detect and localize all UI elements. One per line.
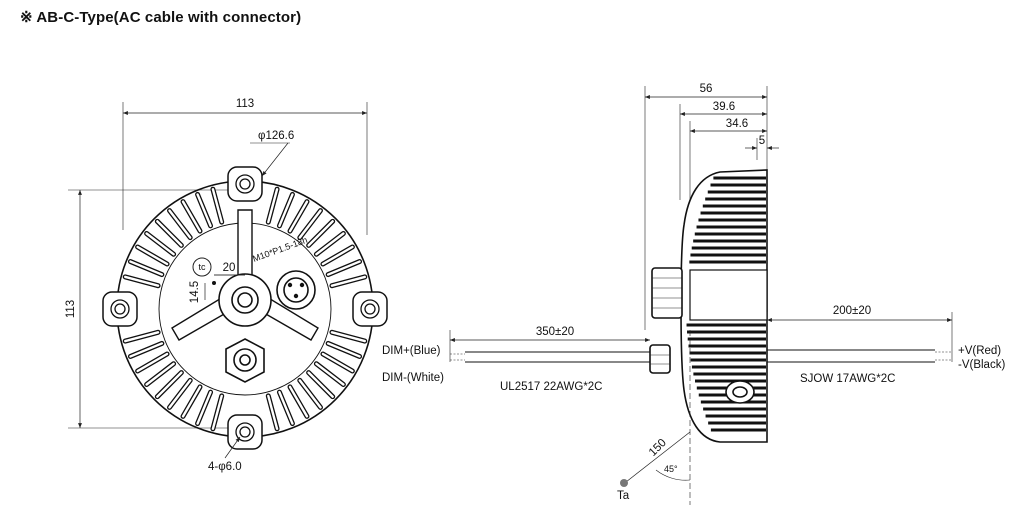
width-dim-label: 113 <box>236 98 254 110</box>
hole-label: 4-φ6.0 <box>208 461 242 473</box>
fin-inner <box>330 331 366 343</box>
tc-y-dim: 14.5 <box>189 281 201 303</box>
fin-inner <box>156 371 183 398</box>
radial-fins <box>122 186 368 432</box>
right-cable-length: 200±20 <box>833 305 871 317</box>
dim-fins: 34.6 <box>726 118 748 130</box>
mounting-hole <box>239 178 251 190</box>
fin-inner <box>136 245 169 266</box>
right-cable: 200±20 SJOW 17AWG*2C +V(Red) -V(Black) <box>766 305 1005 385</box>
fin-inner <box>315 232 345 256</box>
left-cable: 350±20 DIM+(Blue) DIM-(White) UL2517 22A… <box>382 326 650 393</box>
mounting-hole <box>360 299 380 319</box>
fin-inner <box>307 371 334 398</box>
fin-inner <box>321 245 354 266</box>
fin-inner <box>321 352 354 373</box>
fin-inner <box>267 188 279 224</box>
fin-inner <box>278 193 294 228</box>
mounting-ear <box>102 291 138 327</box>
mounting-hole <box>239 426 251 438</box>
fin-inner <box>145 362 175 386</box>
fin-inner <box>181 385 202 418</box>
diameter-callout: φ126.6 <box>250 130 294 177</box>
thread-label: M10*P1.5-18h <box>251 235 308 264</box>
fin-inner <box>156 220 183 247</box>
height-dimension: 113 <box>65 189 230 429</box>
fin-inner <box>326 260 361 276</box>
fin-inner <box>168 209 192 239</box>
fin-inner <box>129 342 164 358</box>
fin-inner <box>124 275 160 287</box>
fin-inner <box>129 260 164 276</box>
fin-inner <box>326 342 361 358</box>
mounting-ear <box>227 414 263 450</box>
width-dimension: 113 <box>122 98 368 235</box>
cable-gland-nut <box>225 338 265 383</box>
depth-dimensions: 56 39.6 34.6 5 <box>644 83 779 330</box>
fin-inner <box>288 385 309 418</box>
dim-minus-label: DIM-(White) <box>382 372 444 384</box>
side-view: 56 39.6 34.6 5 <box>382 83 1005 505</box>
left-cable-length: 350±20 <box>536 326 574 338</box>
fin-inner <box>168 379 192 409</box>
height-dim-label: 113 <box>65 300 77 318</box>
dim-plus-label: DIM+(Blue) <box>382 345 441 357</box>
fin-inner <box>136 352 169 373</box>
connector <box>276 270 316 310</box>
fin-inner <box>288 200 309 233</box>
mounting-hole <box>235 174 255 194</box>
fin-inner <box>145 232 175 256</box>
fin-inner <box>196 193 212 228</box>
side-housing <box>649 169 768 443</box>
mounting-hole <box>235 422 255 442</box>
v-plus-label: +V(Red) <box>958 345 1001 357</box>
front-view: 113 113 φ126.6 <box>65 98 388 473</box>
left-cable-spec: UL2517 22AWG*2C <box>500 381 603 393</box>
fin-inner <box>307 220 334 247</box>
tc-label: tc <box>198 262 206 272</box>
v-minus-label: -V(Black) <box>958 359 1005 371</box>
ta-label: Ta <box>617 490 630 502</box>
fin-inner <box>278 390 294 425</box>
mounting-ear <box>352 291 388 327</box>
fin-inner <box>330 275 366 287</box>
diameter-label: φ126.6 <box>258 130 294 142</box>
mounting-hole <box>114 303 126 315</box>
drawing-title: ※ AB-C-Type(AC cable with connector) <box>20 9 302 26</box>
fin-inner <box>124 331 160 343</box>
mounting-hole <box>364 303 376 315</box>
hole-callout: 4-φ6.0 <box>208 436 242 473</box>
right-cable-spec: SJOW 17AWG*2C <box>800 373 895 385</box>
fin-inner <box>196 390 212 425</box>
fin-inner <box>211 394 223 430</box>
side-fins <box>686 176 766 432</box>
mounting-ear <box>227 166 263 202</box>
fin-inner <box>315 362 345 386</box>
fin-inner <box>181 200 202 233</box>
fin-inner <box>298 209 322 239</box>
fin-inner <box>211 188 223 224</box>
fin-inner <box>298 379 322 409</box>
dim-total: 56 <box>700 83 713 95</box>
ta-distance: 150 <box>647 437 669 459</box>
ta-angle: 45° <box>664 464 678 474</box>
fin-inner <box>267 394 279 430</box>
tc-x-dim: 20 <box>223 262 236 274</box>
dim-lip: 5 <box>759 135 765 147</box>
dim-body: 39.6 <box>713 101 735 113</box>
mounting-hole <box>110 299 130 319</box>
tc-point: tc 20 14.5 <box>189 257 245 303</box>
